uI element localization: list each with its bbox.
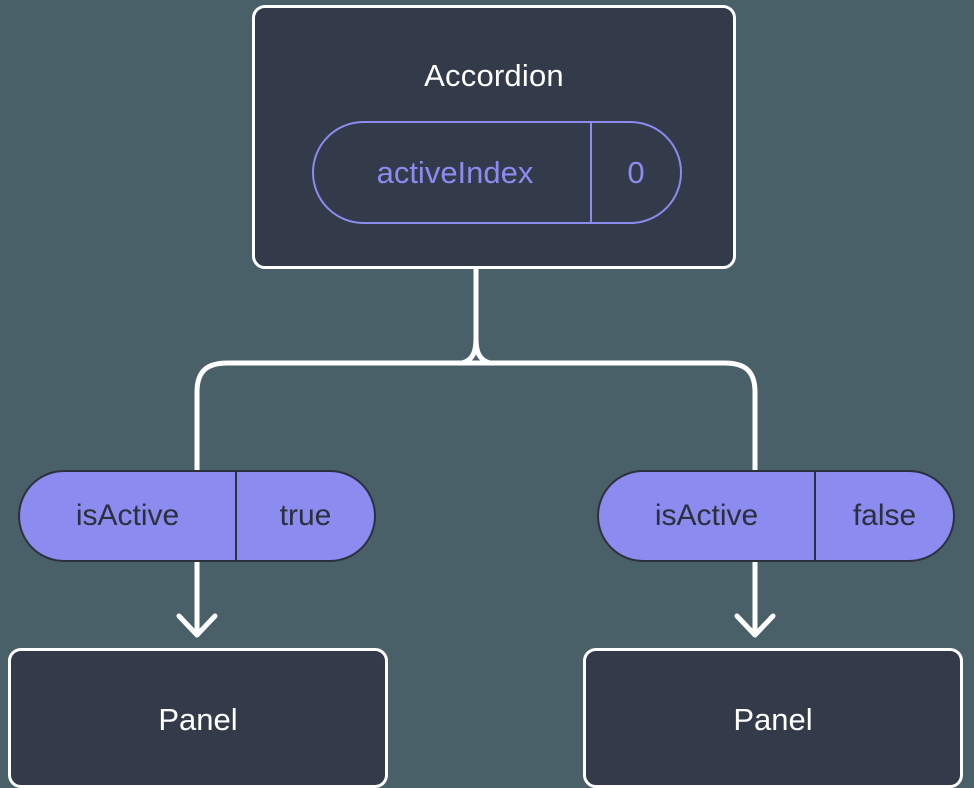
- is-active-value-right: false: [814, 472, 953, 560]
- active-index-value: 0: [590, 123, 680, 222]
- trunk-fillet-left: [459, 335, 479, 366]
- trunk-line: [473, 265, 492, 366]
- arrow-head-left: [176, 613, 218, 638]
- is-active-prop-pill-left[interactable]: isActive true: [18, 470, 376, 562]
- is-active-value-left: true: [235, 472, 374, 560]
- is-active-prop-pill-right[interactable]: isActive false: [597, 470, 955, 562]
- is-active-key-left: isActive: [75, 499, 180, 532]
- panel-label-right: Panel: [733, 701, 813, 737]
- panel-node-right[interactable]: Panel: [583, 648, 963, 788]
- accordion-title: Accordion: [424, 58, 564, 93]
- arrow-head-right: [734, 613, 776, 638]
- panel-label-left: Panel: [158, 701, 238, 737]
- fork-bar: [194, 360, 758, 473]
- panel-node-left[interactable]: Panel: [8, 648, 388, 788]
- is-active-key-right: isActive: [654, 499, 759, 532]
- accordion-component-node[interactable]: Accordion activeIndex 0: [252, 5, 736, 269]
- active-index-state-pill[interactable]: activeIndex 0: [312, 121, 682, 224]
- diagram-canvas: Accordion activeIndex 0 isActive true is…: [8, 5, 963, 788]
- active-index-key: activeIndex: [376, 155, 534, 190]
